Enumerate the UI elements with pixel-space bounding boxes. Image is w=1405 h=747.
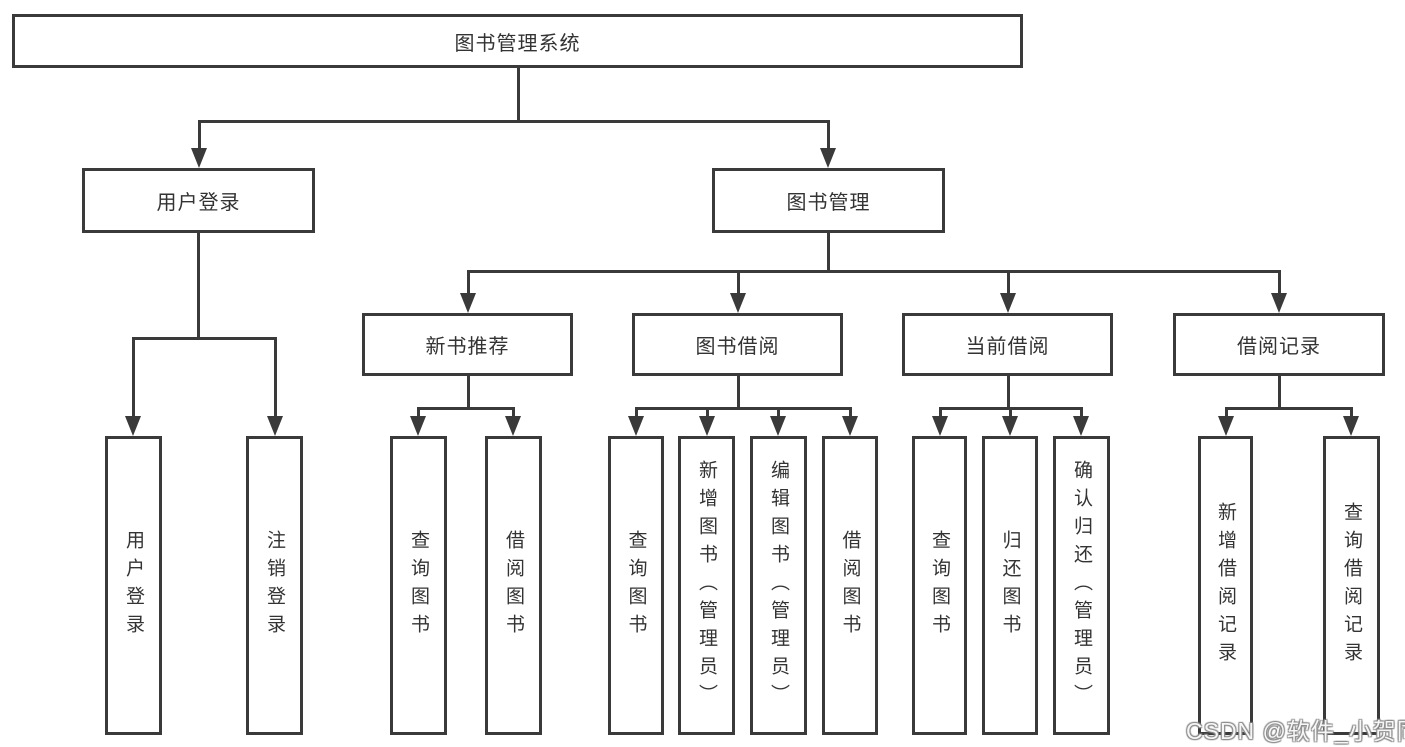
arrowhead-bb-borrow	[842, 416, 858, 436]
node-leaf-cb-return-label: 归还图书	[999, 529, 1021, 642]
connector-to-new-book-rec	[467, 270, 470, 295]
connector-user-login-stem	[197, 233, 200, 337]
node-leaf-br-add: 新增借阅记录	[1198, 436, 1253, 735]
node-leaf-br-add-label: 新增借阅记录	[1215, 501, 1236, 670]
node-leaf-br-query-label: 查询借阅记录	[1341, 501, 1362, 670]
node-new-book-rec-label: 新书推荐	[425, 336, 510, 358]
csdn-watermark: CSDN @软件_小贺同学	[1186, 718, 1405, 744]
arrowhead-borrow-record	[1271, 293, 1287, 313]
arrowhead-br-add	[1218, 416, 1234, 436]
connector-to-nb-query	[417, 407, 420, 418]
node-root-label: 图书管理系统	[454, 32, 581, 55]
node-leaf-nb-borrow: 借阅图书	[485, 436, 542, 735]
connector-to-nb-borrow	[512, 407, 515, 418]
connector-root-stem	[517, 68, 520, 120]
connector-current-borrow-stem	[1007, 376, 1010, 407]
connector-user-login-bar	[132, 337, 277, 340]
connector-root-to-book-mgmt	[827, 120, 830, 150]
node-leaf-cb-confirm-label: 确认归还（管理员）	[1071, 459, 1092, 712]
connector-borrow-record-stem	[1278, 376, 1281, 407]
node-current-borrow-label: 当前借阅	[965, 336, 1050, 358]
node-leaf-user-login-label: 用户登录	[123, 529, 144, 642]
connector-new-book-rec-stem	[467, 376, 470, 407]
arrowhead-leaf-logout	[267, 416, 283, 436]
node-leaf-nb-query-label: 查询图书	[408, 529, 429, 642]
node-leaf-bb-add-label: 新增图书（管理员）	[696, 459, 717, 712]
connector-borrow-record-bar	[1225, 407, 1353, 410]
node-user-login-label: 用户登录	[156, 192, 241, 214]
connector-to-br-query	[1350, 407, 1353, 418]
connector-to-leaf-login	[132, 337, 135, 418]
connector-new-book-rec-bar	[417, 407, 515, 410]
node-leaf-cb-query-label: 查询图书	[929, 529, 950, 642]
node-leaf-cb-confirm: 确认归还（管理员）	[1053, 436, 1110, 735]
connector-to-cb-query	[939, 407, 942, 418]
connector-to-bb-query	[635, 407, 638, 418]
arrowhead-book-mgmt	[820, 148, 836, 168]
node-user-login: 用户登录	[82, 168, 315, 233]
connector-book-borrow-stem	[737, 376, 740, 407]
connector-to-cb-confirm	[1080, 407, 1083, 418]
node-leaf-bb-borrow-label: 借阅图书	[839, 529, 861, 642]
arrowhead-user-login	[191, 148, 207, 168]
connector-book-mgmt-stem	[827, 233, 830, 270]
node-leaf-bb-edit-label: 编辑图书（管理员）	[768, 459, 789, 712]
arrowhead-cb-confirm	[1073, 416, 1089, 436]
node-leaf-logout: 注销登录	[246, 436, 303, 735]
connector-book-borrow-bar	[635, 407, 852, 410]
node-current-borrow: 当前借阅	[902, 313, 1113, 376]
node-new-book-rec: 新书推荐	[362, 313, 573, 376]
node-leaf-bb-borrow: 借阅图书	[822, 436, 878, 735]
node-root: 图书管理系统	[12, 14, 1023, 68]
arrowhead-current-borrow	[1000, 293, 1016, 313]
node-borrow-record: 借阅记录	[1173, 313, 1385, 376]
node-leaf-bb-edit: 编辑图书（管理员）	[750, 436, 807, 735]
connector-to-book-borrow	[737, 270, 740, 295]
node-leaf-nb-borrow-label: 借阅图书	[503, 529, 524, 642]
arrowhead-nb-query	[410, 416, 426, 436]
arrowhead-br-query	[1343, 416, 1359, 436]
arrowhead-new-book-rec	[460, 293, 476, 313]
arrowhead-book-borrow	[730, 293, 746, 313]
arrowhead-nb-borrow	[505, 416, 521, 436]
node-leaf-nb-query: 查询图书	[390, 436, 447, 735]
node-leaf-bb-query-label: 查询图书	[625, 529, 647, 642]
connector-to-leaf-logout	[274, 337, 277, 418]
node-borrow-record-label: 借阅记录	[1237, 336, 1321, 358]
node-book-borrow-label: 图书借阅	[695, 336, 780, 358]
node-book-borrow: 图书借阅	[632, 313, 843, 376]
connector-root-to-user-login	[198, 120, 201, 150]
connector-to-borrow-record	[1278, 270, 1281, 295]
arrowhead-cb-return	[1002, 416, 1018, 436]
node-book-mgmt: 图书管理	[712, 168, 945, 233]
connector-to-bb-add	[706, 407, 709, 418]
connector-root-bar	[198, 120, 830, 123]
connector-to-bb-edit	[777, 407, 780, 418]
arrowhead-leaf-login	[125, 416, 141, 436]
connector-to-br-add	[1225, 407, 1228, 418]
node-leaf-bb-query: 查询图书	[608, 436, 664, 735]
arrowhead-bb-query	[628, 416, 644, 436]
node-leaf-user-login: 用户登录	[105, 436, 162, 735]
arrowhead-cb-query	[932, 416, 948, 436]
connector-to-bb-borrow	[849, 407, 852, 418]
node-leaf-cb-query: 查询图书	[912, 436, 967, 735]
connector-book-mgmt-bar	[467, 270, 1281, 273]
node-book-mgmt-label: 图书管理	[786, 192, 871, 214]
node-leaf-logout-label: 注销登录	[264, 529, 285, 642]
arrowhead-bb-edit	[770, 416, 786, 436]
node-leaf-bb-add: 新增图书（管理员）	[678, 436, 735, 735]
node-leaf-cb-return: 归还图书	[982, 436, 1038, 735]
connector-to-current-borrow	[1007, 270, 1010, 295]
connector-to-cb-return	[1009, 407, 1012, 418]
arrowhead-bb-add	[699, 416, 715, 436]
node-leaf-br-query: 查询借阅记录	[1323, 436, 1380, 735]
